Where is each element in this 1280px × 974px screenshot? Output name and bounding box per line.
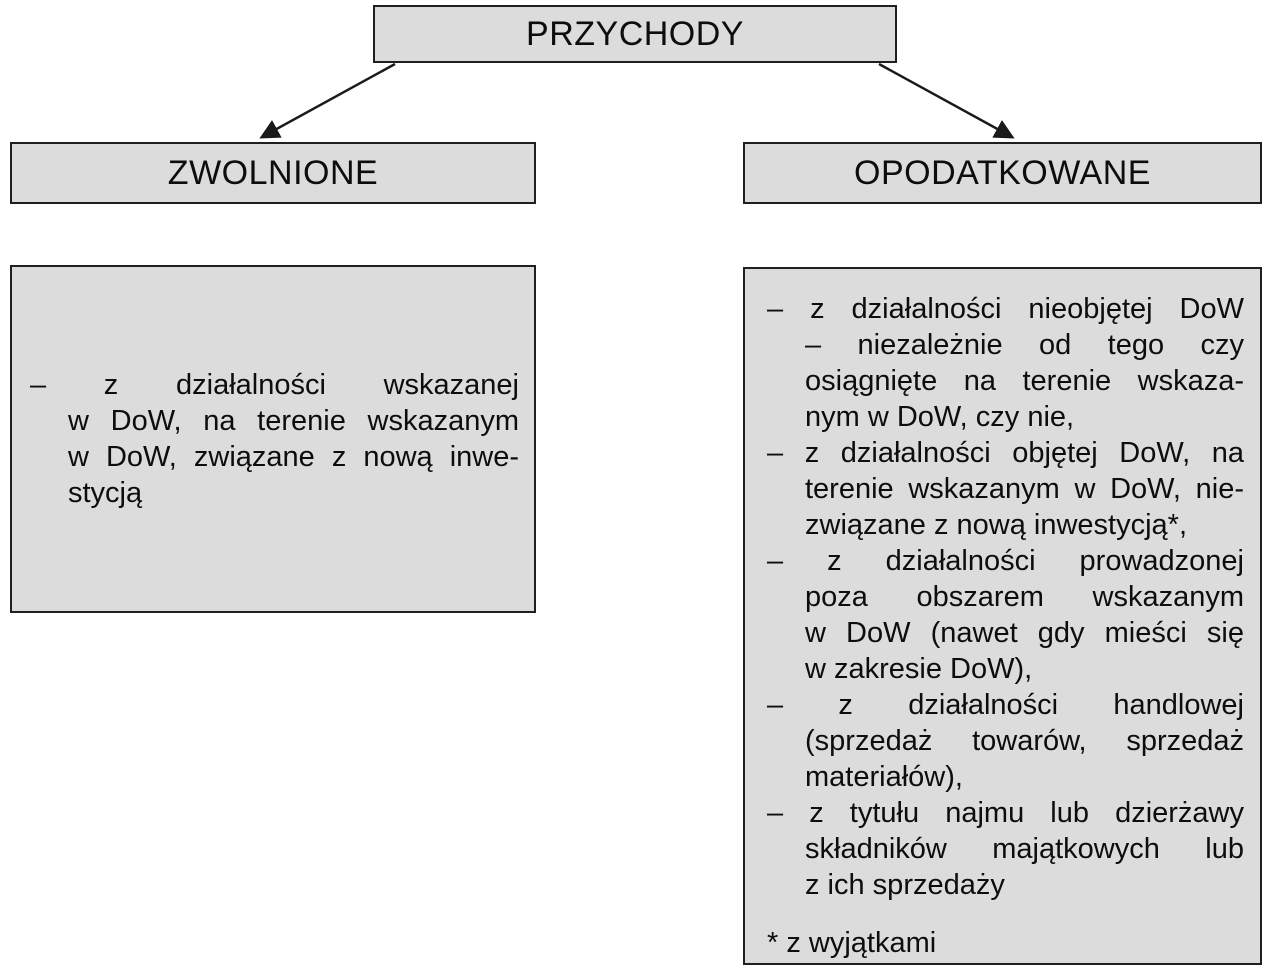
zwolnione-header-label: ZWOLNIONE xyxy=(167,153,379,192)
zwolnione-content-box: – z działalności wskazanej w DoW, na tere… xyxy=(10,265,536,613)
text-line: składników majątkowych lub xyxy=(805,833,1244,865)
zwolnione-bullet-list: – z działalności wskazanej w DoW, na tere… xyxy=(30,367,519,511)
text-line: – z działalności objętej DoW, na xyxy=(767,437,1244,469)
text-line: terenie wskazanym w DoW, nie- xyxy=(805,473,1244,505)
text-line: – z działalności handlowej xyxy=(767,689,1244,721)
text-line: osiągnięte na terenie wskaza- xyxy=(805,365,1244,397)
bullet-item: – z działalności wskazanej w DoW, na tere… xyxy=(30,367,519,511)
root-node-przychody: PRZYCHODY xyxy=(373,5,897,63)
text-line: – z tytułu najmu lub dzierżawy xyxy=(767,797,1244,829)
text-line: – niezależnie od tego czy xyxy=(805,329,1244,361)
bullet-item: – z działalności objętej DoW, na terenie … xyxy=(767,435,1244,543)
bullet-item: – z działalności prowadzonej poza obszare… xyxy=(767,543,1244,687)
text-line: w zakresie DoW), xyxy=(805,653,1033,685)
arrow-right-icon xyxy=(878,62,1015,139)
text-line: materiałów), xyxy=(805,761,963,793)
node-opodatkowane-header: OPODATKOWANE xyxy=(743,142,1262,204)
text-line: (sprzedaż towarów, sprzedaż xyxy=(805,725,1244,757)
opodatkowane-bullet-list: – z działalności nieobjętej DoW – niezale… xyxy=(767,291,1244,903)
bullet-item: – z tytułu najmu lub dzierżawy składników… xyxy=(767,795,1244,903)
text-line: – z działalności nieobjętej DoW xyxy=(767,293,1244,325)
root-node-label: PRZYCHODY xyxy=(526,14,744,53)
bullet-item: – z działalności nieobjętej DoW – niezale… xyxy=(767,291,1244,435)
bullet-item: – z działalności handlowej (sprzedaż towa… xyxy=(767,687,1244,795)
text-line: związane z nową inwestycją*, xyxy=(805,509,1188,541)
opodatkowane-content-box: – z działalności nieobjętej DoW – niezale… xyxy=(743,267,1262,965)
text-line: w DoW, na terenie wskazanym xyxy=(68,405,519,437)
text-line: – z działalności wskazanej xyxy=(30,369,519,401)
text-line: stycją xyxy=(68,477,143,509)
text-line: w DoW, związane z nową inwe- xyxy=(68,441,519,473)
text-line: – z działalności prowadzonej xyxy=(767,545,1244,577)
text-line: w DoW (nawet gdy mieści się xyxy=(805,617,1244,649)
text-line: poza obszarem wskazanym xyxy=(805,581,1244,613)
arrow-left-icon xyxy=(259,62,396,139)
opodatkowane-header-label: OPODATKOWANE xyxy=(854,153,1151,192)
node-zwolnione-header: ZWOLNIONE xyxy=(10,142,536,204)
text-line: z ich sprzedaży xyxy=(805,869,1005,901)
text-line: nym w DoW, czy nie, xyxy=(805,401,1075,433)
footnote: * z wyjątkami xyxy=(767,927,937,959)
